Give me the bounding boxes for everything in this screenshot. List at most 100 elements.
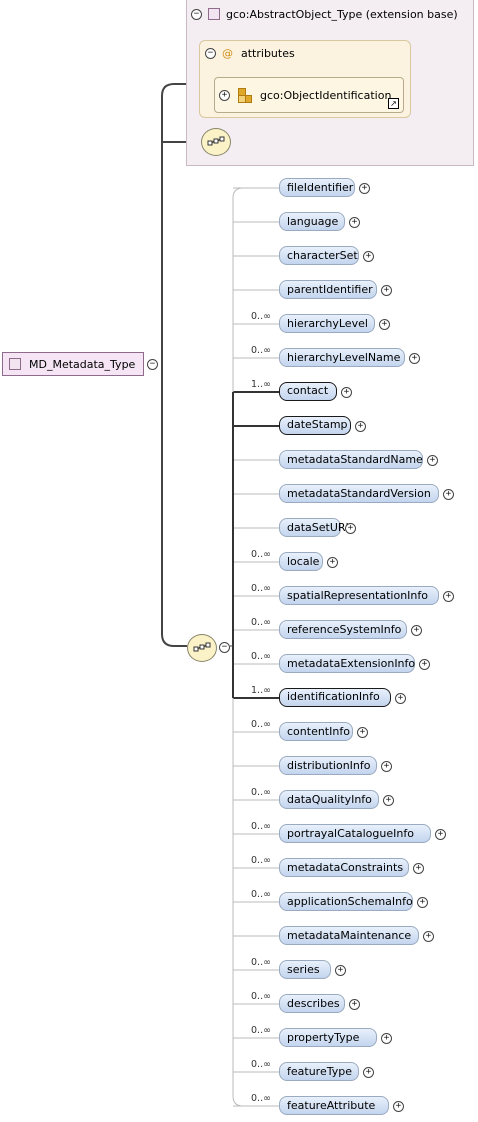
collapse-icon[interactable]: −	[219, 642, 230, 653]
element-node-distributionInfo[interactable]: distributionInfo	[279, 756, 377, 775]
expand-icon[interactable]: +	[379, 319, 390, 330]
element-node-identificationInfo[interactable]: identificationInfo	[279, 688, 391, 707]
expand-icon[interactable]: +	[443, 489, 454, 500]
root-type-label: MD_Metadata_Type	[29, 357, 136, 371]
attributes-header: − @ attributes	[205, 47, 295, 60]
expand-icon[interactable]: +	[349, 999, 360, 1010]
expand-icon[interactable]: +	[383, 795, 394, 806]
cardinality-label: 0..∞	[251, 821, 271, 832]
element-node-spatialRepresentationInfo[interactable]: spatialRepresentationInfo	[279, 586, 439, 605]
expand-icon[interactable]: +	[357, 727, 368, 738]
extension-base-title: gco:AbstractObject_Type (extension base)	[226, 7, 458, 21]
element-node-metadataExtensionInfo[interactable]: metadataExtensionInfo	[279, 654, 415, 673]
cardinality-label: 0..∞	[251, 719, 271, 730]
expand-icon[interactable]: +	[409, 353, 420, 364]
element-node-applicationSchemaInfo[interactable]: applicationSchemaInfo	[279, 892, 413, 911]
cardinality-label: 1..∞	[251, 685, 271, 696]
expand-icon[interactable]: +	[345, 523, 356, 534]
element-node-metadataMaintenance[interactable]: metadataMaintenance	[279, 926, 419, 945]
cardinality-label: 0..∞	[251, 549, 271, 560]
attribute-icon: @	[222, 47, 233, 60]
cardinality-label: 0..∞	[251, 991, 271, 1002]
element-node-metadataStandardVersion[interactable]: metadataStandardVersion	[279, 484, 439, 503]
cardinality-label: 0..∞	[251, 651, 271, 662]
element-node-hierarchyLevel[interactable]: hierarchyLevel	[279, 314, 375, 333]
element-node-metadataStandardName[interactable]: metadataStandardName	[279, 450, 423, 469]
cardinality-label: 0..∞	[251, 1025, 271, 1036]
sequence-compositor-icon[interactable]	[187, 634, 217, 662]
expand-icon[interactable]: +	[413, 863, 424, 874]
element-node-portrayalCatalogueInfo[interactable]: portrayalCatalogueInfo	[279, 824, 431, 843]
element-node-metadataConstraints[interactable]: metadataConstraints	[279, 858, 409, 877]
expand-icon[interactable]: +	[443, 591, 454, 602]
element-node-featureAttribute[interactable]: featureAttribute	[279, 1096, 389, 1115]
expand-icon[interactable]: +	[393, 1101, 404, 1112]
element-node-dataQualityInfo[interactable]: dataQualityInfo	[279, 790, 379, 809]
element-node-language[interactable]: language	[279, 212, 345, 231]
expand-icon[interactable]: +	[411, 625, 422, 636]
sequence-compositor-icon[interactable]	[201, 128, 231, 156]
expand-icon[interactable]: +	[427, 455, 438, 466]
element-node-contentInfo[interactable]: contentInfo	[279, 722, 353, 741]
expand-icon[interactable]: +	[417, 897, 428, 908]
cardinality-label: 0..∞	[251, 617, 271, 628]
attribute-group-name: gco:ObjectIdentification	[260, 88, 392, 102]
collapse-icon[interactable]: −	[191, 8, 202, 20]
element-node-describes[interactable]: describes	[279, 994, 345, 1013]
cardinality-label: 0..∞	[251, 787, 271, 798]
element-node-referenceSystemInfo[interactable]: referenceSystemInfo	[279, 620, 407, 639]
collapse-icon[interactable]: −	[147, 359, 158, 370]
root-type-node[interactable]: MD_Metadata_Type	[2, 352, 144, 376]
complex-type-icon	[208, 8, 220, 20]
cardinality-label: 0..∞	[251, 855, 271, 866]
expand-icon[interactable]: +	[381, 1033, 392, 1044]
expand-icon[interactable]: +	[419, 659, 430, 670]
cardinality-label: 0..∞	[251, 311, 271, 322]
attribute-group-icon	[238, 88, 252, 103]
cardinality-label: 0..∞	[251, 1059, 271, 1070]
element-node-dataSetURI[interactable]: dataSetURI	[279, 518, 349, 537]
connector-line	[161, 83, 200, 364]
element-node-propertyType[interactable]: propertyType	[279, 1028, 377, 1047]
element-node-parentIdentifier[interactable]: parentIdentifier	[279, 280, 377, 299]
expand-icon[interactable]: +	[355, 421, 366, 432]
expand-icon[interactable]: +	[435, 829, 446, 840]
element-node-dateStamp[interactable]: dateStamp	[279, 416, 351, 435]
complex-type-icon	[9, 358, 21, 370]
expand-icon[interactable]: +	[363, 1067, 374, 1078]
attribute-group-item[interactable]: + gco:ObjectIdentification ↗	[214, 77, 404, 113]
connector-line	[232, 187, 244, 1107]
cardinality-label: 0..∞	[251, 1093, 271, 1104]
expand-icon[interactable]: +	[423, 931, 434, 942]
element-node-fileIdentifier[interactable]: fileIdentifier	[279, 178, 355, 197]
attributes-label: attributes	[241, 47, 295, 60]
element-node-hierarchyLevelName[interactable]: hierarchyLevelName	[279, 348, 405, 367]
cardinality-label: 0..∞	[251, 345, 271, 356]
cardinality-label: 0..∞	[251, 957, 271, 968]
cardinality-label: 1..∞	[251, 379, 271, 390]
reference-shortcut-icon: ↗	[388, 98, 399, 109]
element-node-contact[interactable]: contact	[279, 382, 337, 401]
element-node-characterSet[interactable]: characterSet	[279, 246, 359, 265]
element-node-series[interactable]: series	[279, 960, 331, 979]
expand-icon[interactable]: +	[381, 285, 392, 296]
expand-icon[interactable]: +	[219, 89, 230, 101]
expand-icon[interactable]: +	[359, 183, 370, 194]
connector-line	[161, 364, 187, 647]
extension-base-header: − gco:AbstractObject_Type (extension bas…	[191, 6, 458, 22]
expand-icon[interactable]: +	[349, 217, 360, 228]
expand-icon[interactable]: +	[381, 761, 392, 772]
element-node-featureType[interactable]: featureType	[279, 1062, 359, 1081]
expand-icon[interactable]: +	[327, 557, 338, 568]
expand-icon[interactable]: +	[341, 387, 352, 398]
collapse-icon[interactable]: −	[205, 48, 216, 59]
cardinality-label: 0..∞	[251, 889, 271, 900]
extension-base-box: − gco:AbstractObject_Type (extension bas…	[186, 0, 474, 166]
expand-icon[interactable]: +	[335, 965, 346, 976]
attributes-box: − @ attributes + gco:ObjectIdentificatio…	[199, 40, 411, 118]
expand-icon[interactable]: +	[363, 251, 374, 262]
expand-icon[interactable]: +	[395, 693, 406, 704]
element-node-locale[interactable]: locale	[279, 552, 323, 571]
cardinality-label: 0..∞	[251, 583, 271, 594]
